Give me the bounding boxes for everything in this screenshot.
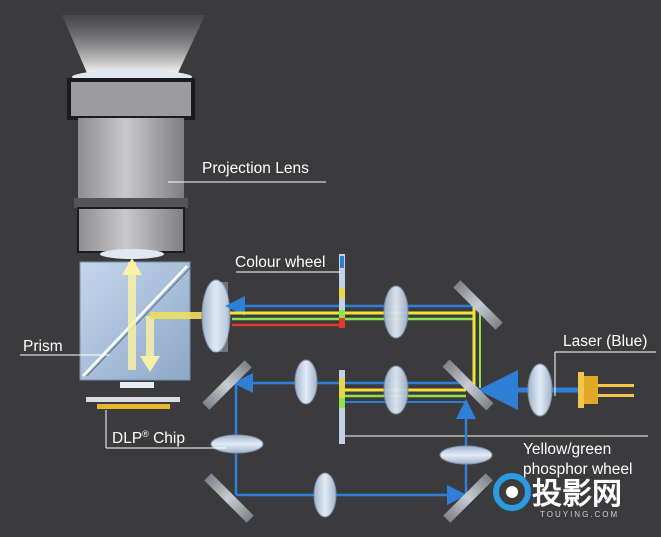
watermark: 投影网 TOUYING.COM xyxy=(493,473,622,519)
rear-lens-element xyxy=(100,249,164,259)
prism-beam-up xyxy=(128,262,136,370)
projection-lens-label: Projection Lens xyxy=(202,160,309,177)
laser-collimator-lens xyxy=(527,363,553,417)
prism-assembly xyxy=(79,258,206,381)
condenser-lens-middle xyxy=(383,365,409,415)
laser-diode-body xyxy=(582,376,598,404)
prism-beam-down xyxy=(146,316,154,362)
colour-wheel-label: Colour wheel xyxy=(235,254,325,271)
dlp-chip-label-suffix: Chip xyxy=(149,430,185,447)
watermark-brand: 投影网 xyxy=(532,478,622,511)
dlp-chip-pins xyxy=(120,382,154,388)
colour-wheel xyxy=(339,254,345,328)
relay-lens-middle-left xyxy=(294,359,318,405)
fold-mirror-lower-left-top xyxy=(202,360,252,410)
prism-down-arrowhead xyxy=(140,356,160,372)
phosphor-label-line1: Yellow/green xyxy=(523,441,611,458)
relay-lens-loop-right xyxy=(439,445,493,465)
lens-mid-ring xyxy=(74,198,188,208)
phosphor-wheel xyxy=(339,370,345,444)
dlp-chip-board xyxy=(97,404,170,409)
lens-barrel xyxy=(78,118,184,198)
dlp-chip-label-reg: ® xyxy=(142,429,149,439)
light-output-cone xyxy=(62,15,205,73)
dlp-chip-label: DLP® Chip xyxy=(112,429,185,447)
dlp-chip xyxy=(86,382,180,409)
lens-rear-ring xyxy=(77,207,185,253)
blue-relay-loop xyxy=(234,383,476,505)
relay-lens-loop-left xyxy=(210,434,264,454)
laser-label: Laser (Blue) xyxy=(563,333,647,350)
condenser-lens-upper xyxy=(383,285,409,339)
prism-beam-in xyxy=(150,312,206,319)
dlp-chip-mount xyxy=(86,397,180,402)
prism-label: Prism xyxy=(23,338,63,355)
prism-up-arrowhead xyxy=(122,258,142,275)
relay-lens-loop-bottom xyxy=(313,472,337,518)
projection-lens xyxy=(62,15,205,259)
watermark-logo-icon xyxy=(493,473,531,511)
dichroic-mirror xyxy=(442,359,494,411)
fold-mirror-lower-left-bottom xyxy=(204,473,254,523)
phosphor-label-line2: phosphor wheel xyxy=(523,461,632,478)
watermark-domain: TOUYING.COM xyxy=(540,510,619,519)
fold-mirror-lower-right xyxy=(443,473,493,523)
blue-laser xyxy=(527,363,634,417)
relay-lens-prism xyxy=(201,279,231,353)
dlp-chip-label-prefix: DLP xyxy=(112,430,142,447)
upper-beam-path xyxy=(225,296,481,388)
lens-front-ring xyxy=(67,78,195,120)
fold-mirror-upper xyxy=(453,280,503,330)
